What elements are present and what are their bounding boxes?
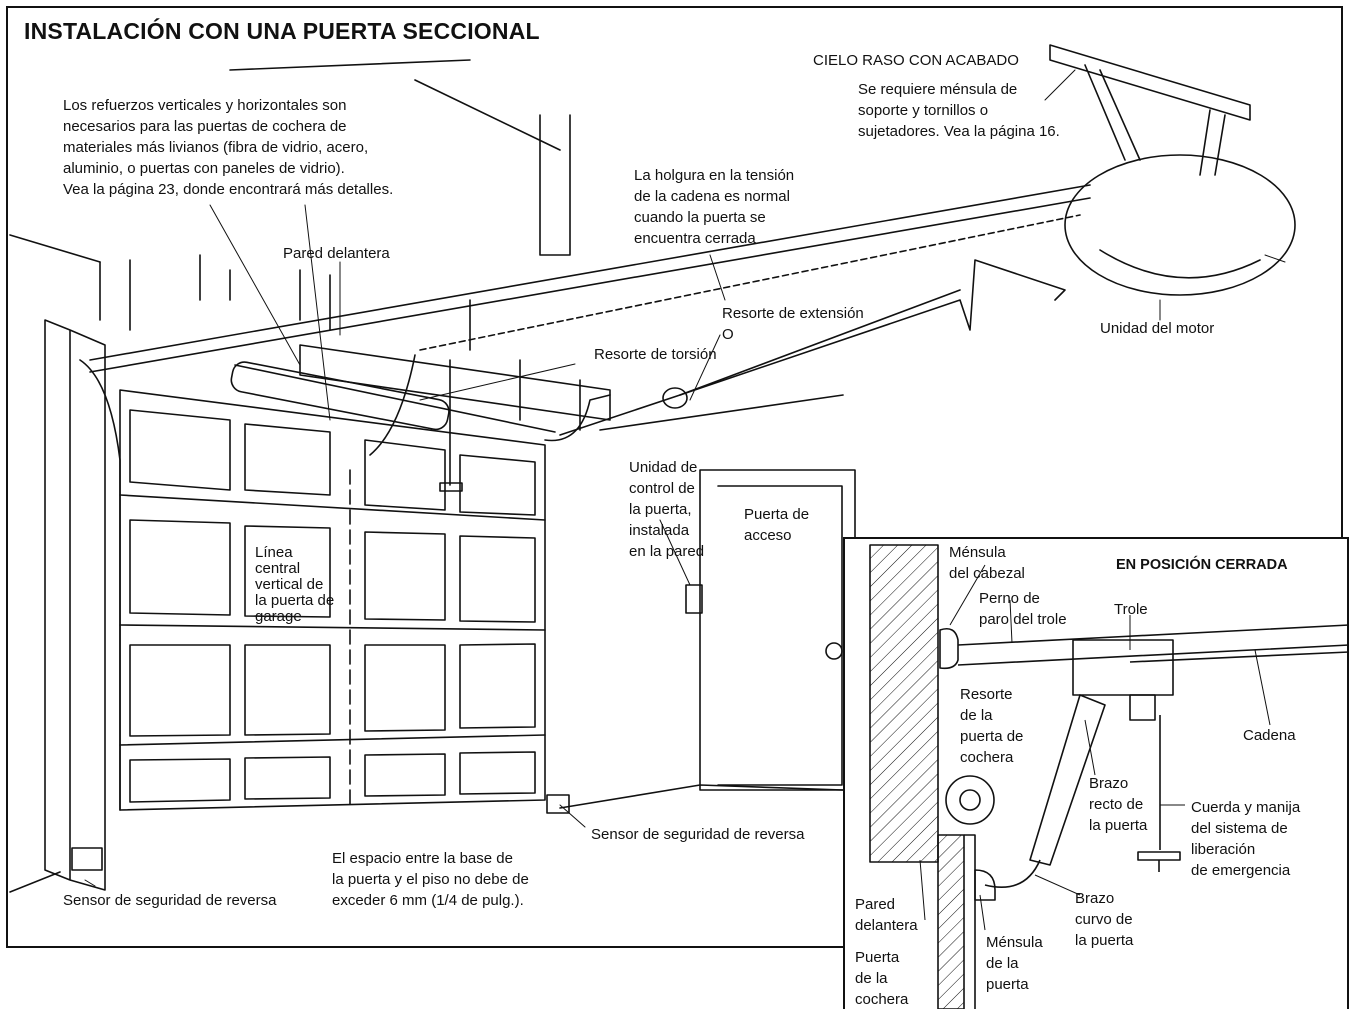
torsion-spring <box>230 361 450 431</box>
inset-door-spring <box>945 775 995 825</box>
inset-title: EN POSICIÓN CERRADA <box>1116 557 1288 573</box>
ceiling-left-line <box>229 59 471 71</box>
right-safety-sensor <box>546 794 570 814</box>
vertical-reinforcement-post <box>539 114 571 256</box>
door-arm <box>369 354 416 456</box>
torsion-spring-shaft <box>234 364 556 433</box>
label-sensor-left: Sensor de seguridad de reversa <box>63 892 277 909</box>
opener-rail <box>89 184 1091 373</box>
inset-chain <box>1129 651 1350 663</box>
release-handle <box>439 482 463 492</box>
motor-unit-lens <box>1099 249 1261 279</box>
door-section-lines <box>119 494 546 746</box>
left-safety-sensor <box>71 847 103 871</box>
inset-rail <box>957 624 1350 666</box>
inset-door-edge <box>964 834 976 1009</box>
label-motor-unit: Unidad del motor <box>1100 320 1215 337</box>
inset-release-handle <box>1137 851 1181 872</box>
label-inset-front-wall: Pared delantera <box>855 896 918 934</box>
ceiling-bracket <box>1049 44 1251 176</box>
inset-door-bracket <box>974 869 996 901</box>
extension-spring <box>679 289 961 396</box>
access-door-knob <box>825 642 843 660</box>
label-curved-arm: Brazo curvo de la puerta <box>1075 890 1134 949</box>
inset-leader-lines <box>919 564 1271 931</box>
inset-straight-arm <box>1029 694 1106 866</box>
label-sensor-right: Sensor de seguridad de reversa <box>591 826 805 843</box>
motor-unit-body <box>1064 154 1296 296</box>
wall-control-unit <box>685 584 703 614</box>
label-chain-slack: La holgura en la tensión de la cadena es… <box>634 167 795 247</box>
label-door-bracket: Ménsula de la puerta <box>986 934 1043 993</box>
framing-studs <box>99 254 581 431</box>
label-chain: Cadena <box>1243 727 1296 744</box>
chain-slack-line <box>419 214 1081 351</box>
inset-trolley <box>1072 639 1174 696</box>
label-ceiling-note: Se requiere ménsula de soporte y tornill… <box>858 81 1060 140</box>
inset-garage-door <box>937 834 965 1009</box>
label-front-wall: Pared delantera <box>283 245 390 262</box>
inset-release-clip <box>1129 694 1156 721</box>
label-trolley-stop: Perno de paro del trole <box>979 590 1067 628</box>
left-wall-outline <box>9 234 101 263</box>
label-wall-control: Unidad de control de la puerta, instalad… <box>629 459 705 560</box>
main-frame <box>6 6 1343 948</box>
label-reinforcements: Los refuerzos verticales y horizontales … <box>63 97 394 198</box>
ceiling-joist <box>414 79 561 151</box>
label-door-spring: Resorte de la puerta de cochera <box>960 686 1024 766</box>
door-panels <box>129 409 536 803</box>
inset-header-bracket <box>939 627 959 670</box>
leader-lines <box>84 69 1286 887</box>
inset-front-wall <box>869 544 939 863</box>
floor-line-left <box>9 871 61 893</box>
page-title: INSTALACIÓN CON UNA PUERTA SECCIONAL <box>24 18 540 44</box>
label-straight-arm: Brazo recto de la puerta <box>1089 775 1148 834</box>
label-extension-spring: Resorte de extensión O <box>722 305 864 343</box>
inset-curved-arm <box>984 859 1041 889</box>
label-header-bracket: Ménsula del cabezal <box>949 544 1025 582</box>
left-track <box>79 359 121 811</box>
left-door-jamb <box>44 319 106 891</box>
label-access-door: Puerta de acceso <box>744 506 810 544</box>
extension-pulley <box>662 387 688 409</box>
label-centerline: Línea central vertical de la puerta de g… <box>255 544 335 625</box>
label-finished-ceiling: CIELO RASO CON ACABADO <box>813 52 1019 69</box>
label-torsion-spring: Resorte de torsión <box>594 346 717 363</box>
label-trolley: Trole <box>1114 601 1148 618</box>
right-wall-base <box>599 394 844 431</box>
label-floor-gap: El espacio entre la base de la puerta y … <box>332 850 529 909</box>
label-release-cord: Cuerda y manija del sistema de liberació… <box>1191 799 1301 879</box>
label-garage-door: Puerta de la cochera <box>855 949 909 1008</box>
